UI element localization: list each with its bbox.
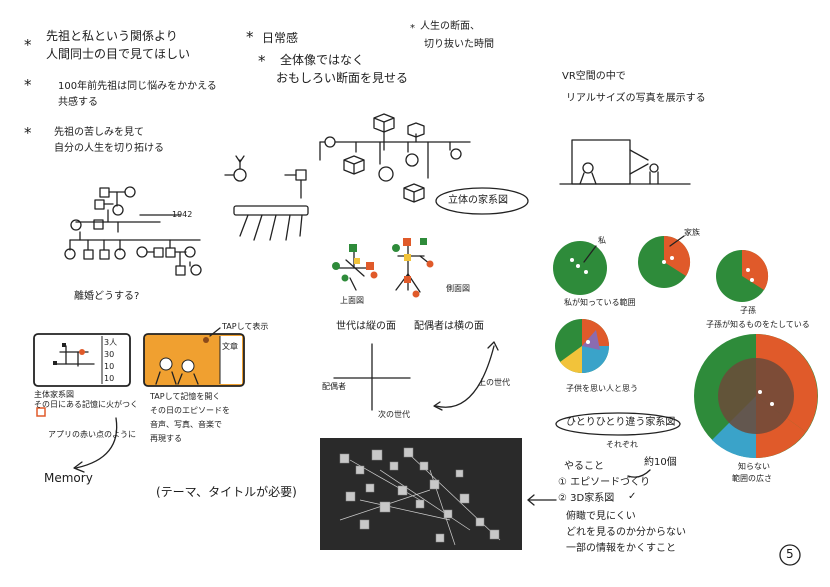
circle-label-unknown: 知らない (738, 462, 770, 471)
bullet-star: * (24, 124, 32, 142)
solid-diagram-oval (435, 187, 529, 215)
phone-mockup-tap (143, 327, 245, 387)
todo-issue: 一部の情報をかくすこと (566, 543, 676, 554)
family-tree-sketch (64, 186, 202, 276)
circle-descendant (716, 249, 769, 302)
bullet-star: * (258, 52, 266, 70)
memory-stat: 3人 (104, 338, 118, 347)
caption-line: 主体家系図 (34, 390, 74, 399)
divorce-note: 離婚どうする? (74, 291, 140, 302)
todo-count: 約10個 (644, 457, 677, 468)
note-line: 100年前先祖は同じ悩みをかかえる (58, 81, 217, 92)
note-line: 人間同士の目で見てほしい (46, 47, 191, 61)
todo-title: やること (564, 461, 604, 472)
parent-generation-label: 上の世代 (478, 378, 510, 387)
note-line: 共感する (58, 97, 98, 108)
spouse-plane-label: 配偶者は横の面 (414, 321, 484, 332)
spouse-label: 配偶者 (322, 382, 346, 391)
todo-item: ② 3D家系図 (558, 493, 615, 504)
generation-plane-label: 世代は縦の面 (336, 321, 396, 332)
todo-issue: どれを見るのか分からない (566, 527, 686, 538)
vr-sketch (559, 139, 691, 185)
caption-line: その日のエピソードを (150, 406, 230, 415)
note-line: VR空間の中で (562, 71, 626, 82)
caption-line: その日にある記憶に火がつく (34, 400, 138, 409)
upper-view-label: 上面図 (340, 296, 364, 305)
circle-label-known: 私が知っている範囲 (564, 298, 636, 307)
circle-children (555, 319, 609, 374)
memory-stat: 10 (104, 362, 115, 371)
note-line: 日常感 (262, 31, 299, 45)
page-number-circle (779, 544, 801, 566)
bullet-star: * (24, 76, 32, 94)
circle-label-family: 家族 (684, 228, 700, 237)
todo-item: ① エピソードづくり (558, 477, 651, 488)
note-line: 自分の人生を切り拓ける (54, 143, 164, 154)
circle-me (553, 241, 607, 295)
note-line: 人生の断面、 (420, 21, 480, 32)
circle-label-wants: 子供を思い人と思う (566, 384, 638, 393)
solid-diagram-label: 立体の家系図 (448, 195, 508, 206)
note-line: 先祖の苦しみを見て (54, 127, 144, 138)
todo-issue: 俯瞰で見にくい (566, 511, 636, 522)
side-view-label: 側面図 (446, 284, 470, 293)
note-line: リアルサイズの写真を展示する (566, 93, 706, 104)
bullet-star: * (24, 36, 32, 54)
note-line: 先祖と私という関係より (46, 29, 178, 43)
caption-line: 音声、写真、音楽で (150, 420, 222, 429)
next-generation-label: 次の世代 (378, 410, 410, 419)
render-3d-tree (320, 438, 522, 550)
bullet-star: * (410, 23, 415, 34)
memory-stat: 10 (104, 374, 115, 383)
per-person-label: ひとりひとり違う家系図 (566, 417, 676, 428)
circle-large (694, 334, 818, 459)
upper-view-graph (332, 244, 378, 291)
arrow-sketches (224, 155, 309, 241)
cube-tree-sketch (319, 113, 471, 203)
theme-note: (テーマ、タイトルが必要) (156, 485, 297, 499)
tap-hint: TAPして表示 (222, 322, 269, 331)
circle-label-descendant-known: 子孫が知るものをたしている (706, 320, 810, 329)
side-label: 文章 (222, 342, 238, 351)
memory-arrow (75, 417, 118, 469)
memory-label: Memory (44, 471, 93, 485)
circle-family (638, 235, 691, 288)
per-person-oval (555, 412, 681, 436)
check-icon: ✓ (628, 491, 637, 502)
caption-line: 再現する (150, 434, 182, 443)
note-line: おもしろい断面を見せる (276, 71, 409, 85)
page-number: 5 (786, 547, 794, 561)
family-tree-year: 1942 (172, 210, 193, 219)
circle-label-descendant: 子孫 (740, 306, 756, 315)
memory-stat: 30 (104, 350, 115, 359)
caption-line: アプリの赤い点のように (48, 430, 136, 439)
note-line: 全体像ではなく (280, 53, 365, 67)
side-view-graph (392, 238, 434, 298)
caption-line: TAPして記憶を開く (150, 392, 221, 401)
per-person-sub: それぞれ (606, 440, 638, 449)
note-line: 切り抜いた時間 (424, 39, 494, 50)
phone-mockup-memory (33, 333, 131, 417)
circle-label-me: 私 (598, 236, 606, 245)
circle-label-unknown2: 範囲の広さ (732, 474, 772, 483)
axis-cross (333, 341, 499, 411)
bullet-star: * (246, 28, 254, 46)
